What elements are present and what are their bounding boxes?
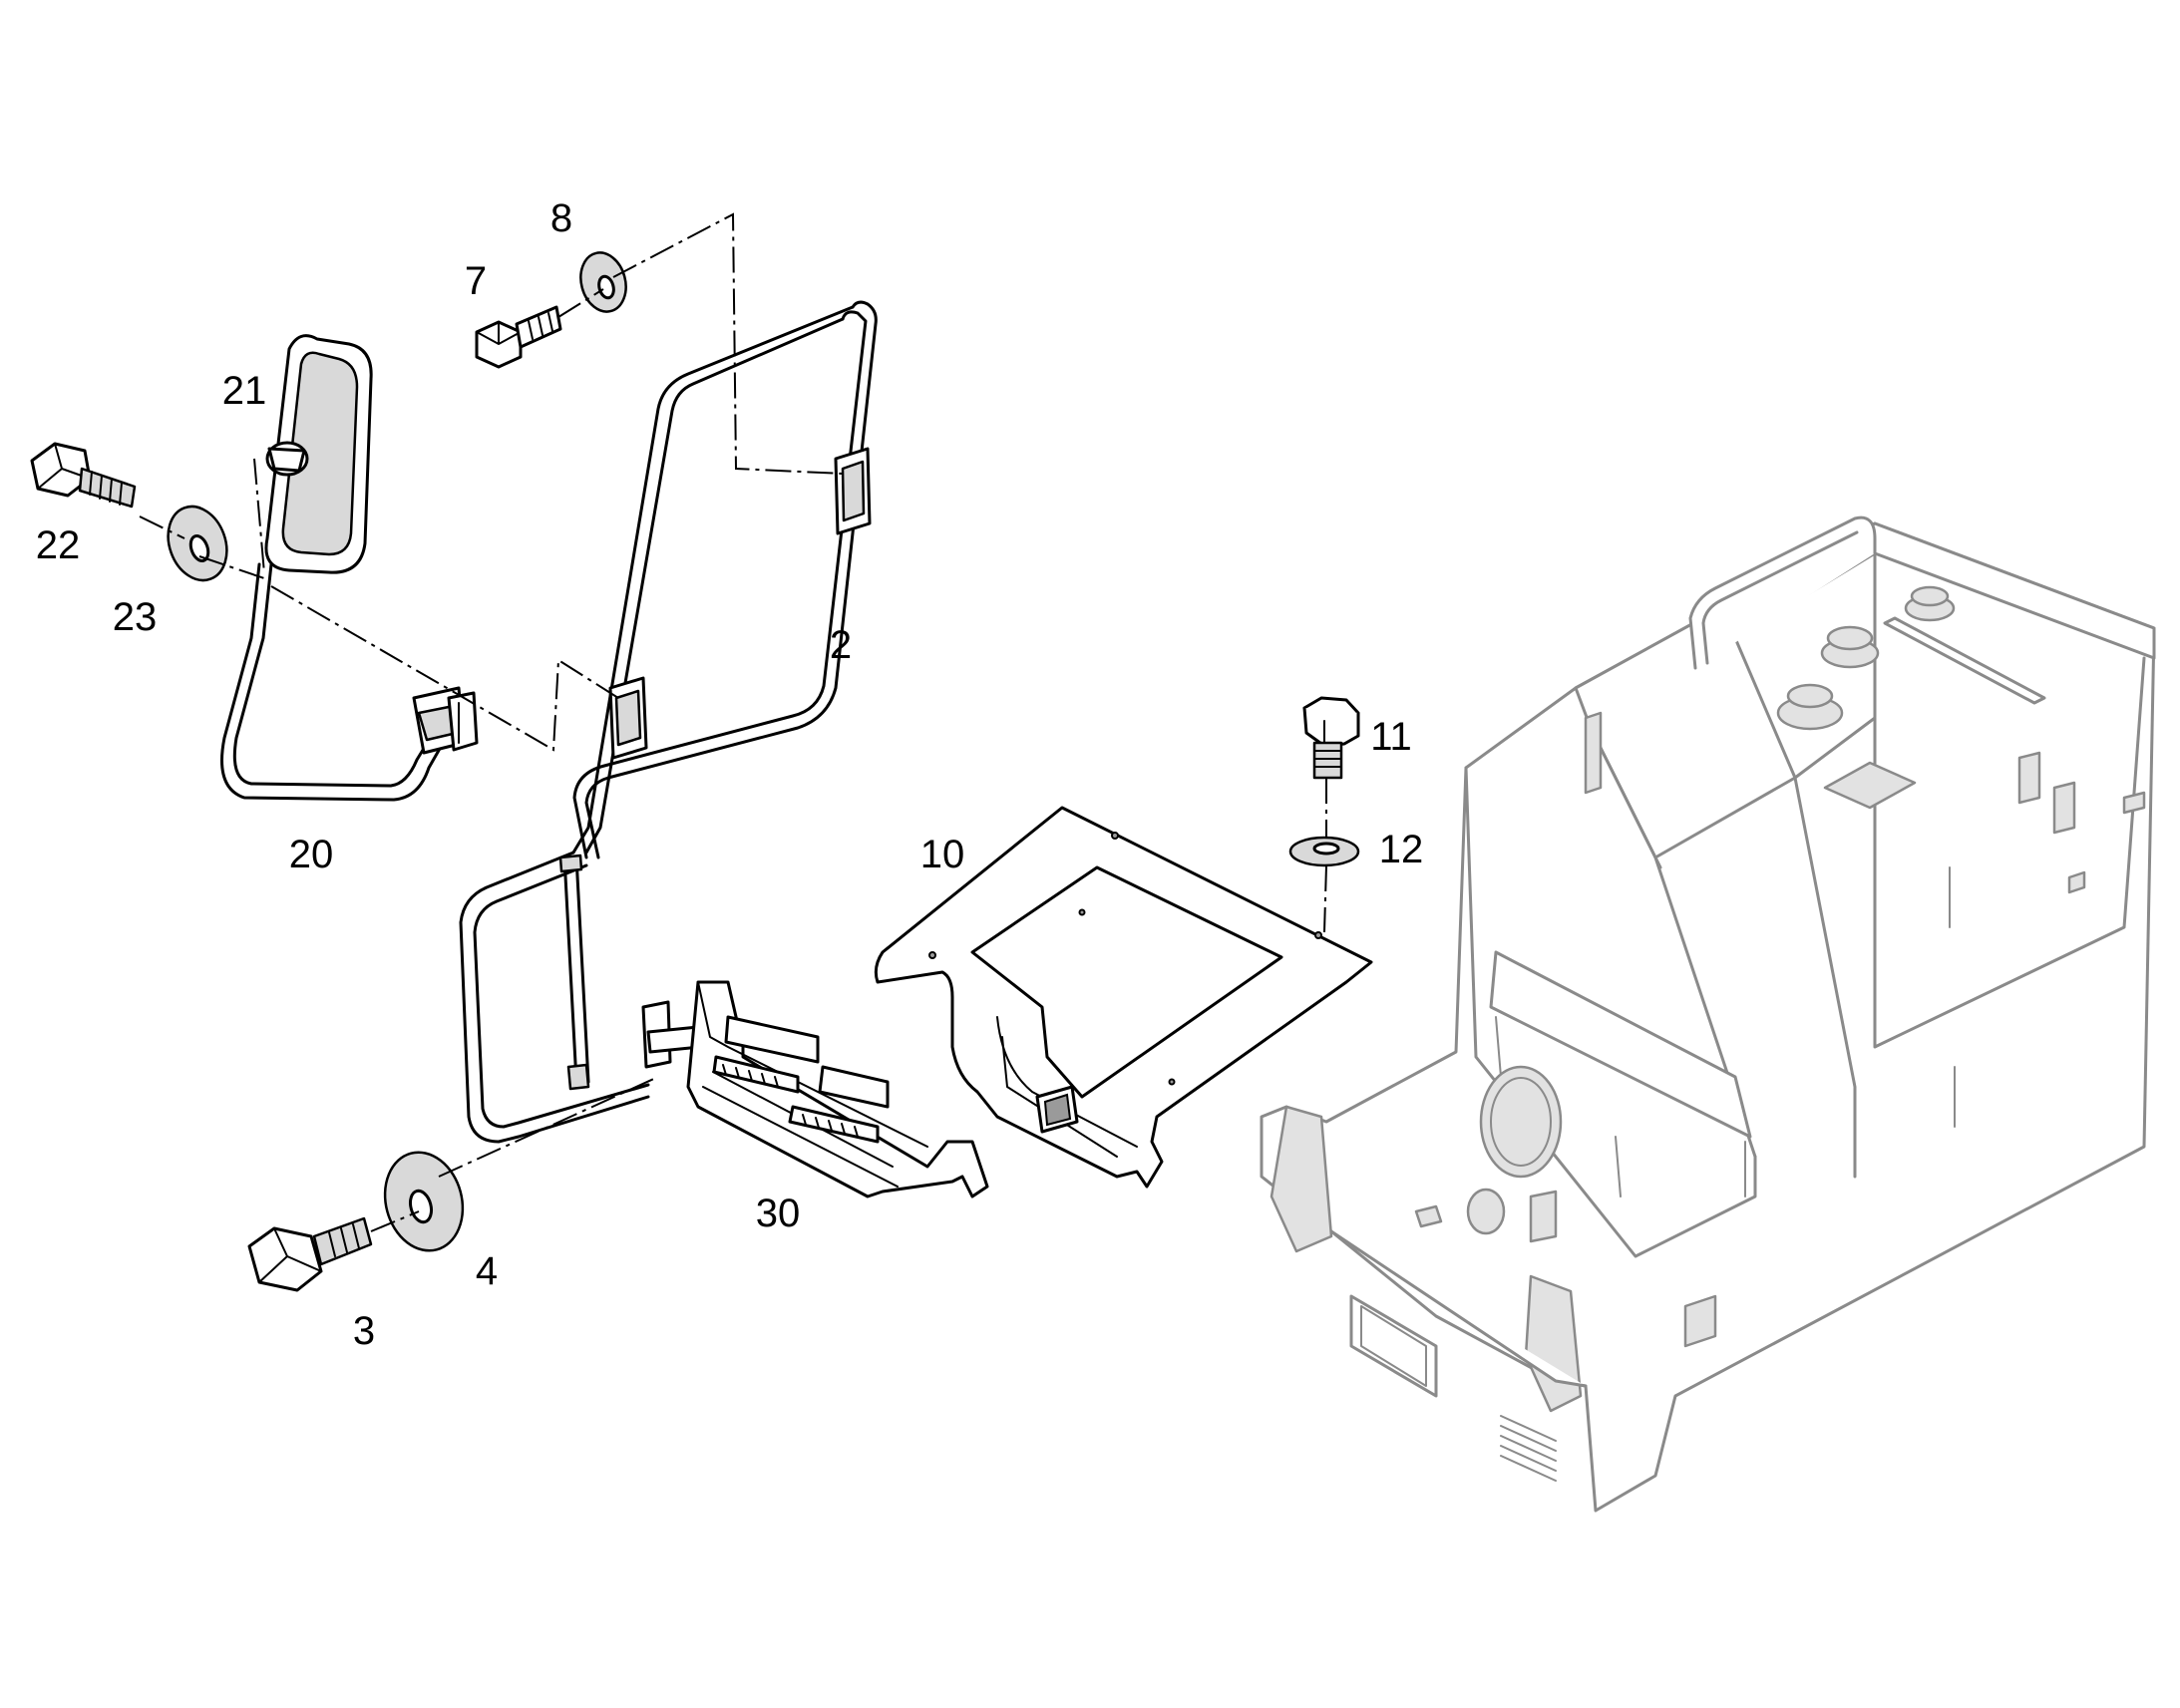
label-part-3: 3 bbox=[353, 1309, 375, 1353]
washer-part-4 bbox=[383, 1151, 465, 1252]
bolt-part-11 bbox=[1302, 696, 1360, 780]
cover-plate-part-10 bbox=[874, 806, 1373, 1189]
washer-part-8 bbox=[579, 251, 627, 313]
label-part-22: 22 bbox=[36, 523, 81, 567]
label-part-30: 30 bbox=[756, 1192, 801, 1235]
label-part-20: 20 bbox=[289, 833, 334, 876]
part-labels: 2 3 4 7 8 10 11 12 20 21 22 23 30 bbox=[36, 196, 1424, 1353]
label-part-2: 2 bbox=[830, 623, 852, 667]
machine-frame bbox=[1260, 515, 2156, 1513]
label-part-12: 12 bbox=[1379, 828, 1424, 871]
bracket-part-30 bbox=[686, 980, 989, 1198]
label-part-21: 21 bbox=[222, 369, 267, 413]
label-part-23: 23 bbox=[113, 595, 158, 639]
bolt-part-7 bbox=[475, 305, 562, 369]
mirror-arm-part-20 bbox=[220, 562, 479, 802]
label-part-4: 4 bbox=[476, 1249, 498, 1293]
label-part-11: 11 bbox=[1370, 715, 1412, 759]
mirror-head-part-21 bbox=[264, 334, 373, 574]
washer-part-12 bbox=[1288, 836, 1360, 867]
mirror-frame-part-2 bbox=[459, 300, 878, 1144]
bolt-part-22 bbox=[30, 442, 137, 509]
washer-part-23 bbox=[167, 505, 228, 582]
bolt-part-3 bbox=[247, 1216, 373, 1292]
assembly-lines bbox=[139, 212, 1327, 1232]
label-part-7: 7 bbox=[465, 259, 487, 303]
label-part-10: 10 bbox=[920, 833, 965, 876]
label-part-8: 8 bbox=[550, 196, 572, 240]
